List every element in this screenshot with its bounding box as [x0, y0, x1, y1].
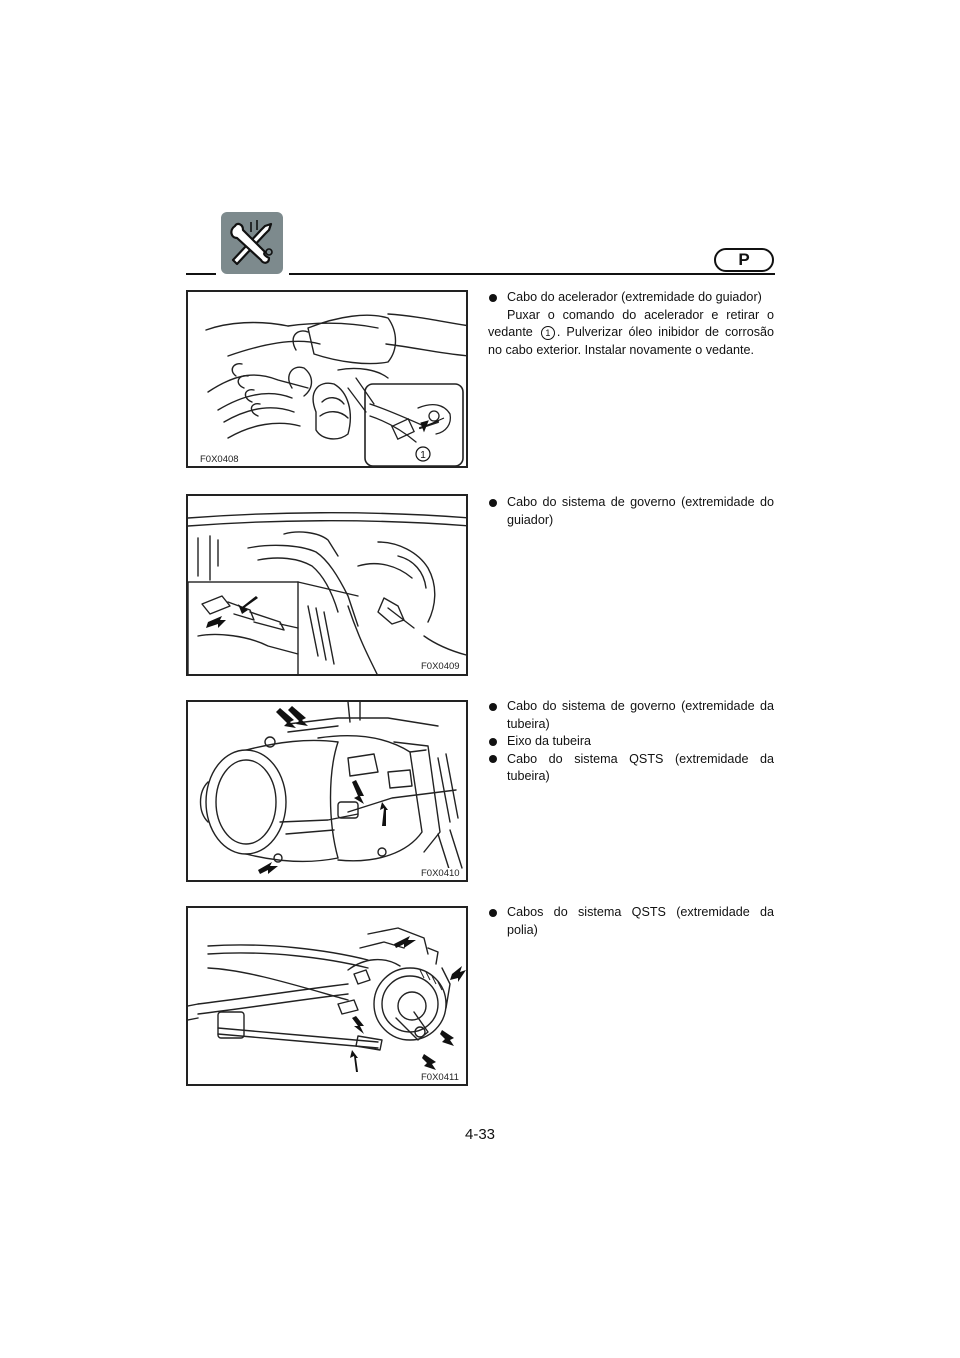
figure-code: F0X0410	[420, 868, 461, 879]
section-nozzle-cables: Cabo do sistema de governo (extremidade …	[488, 698, 774, 786]
figure-callout: 1	[420, 450, 426, 461]
section-throttle-cable: Cabo do acelerador (extremidade do guiad…	[488, 289, 774, 359]
throttle-cable-illustration: 1	[205, 313, 466, 466]
bullet-item: Cabo do sistema de governo (extremidade …	[488, 698, 774, 733]
instruction-paragraph: Puxar o comando do acelerador e retirar …	[488, 307, 774, 357]
steering-cable-handlebar-illustration	[188, 512, 466, 674]
page-number: 4-33	[464, 1126, 496, 1143]
section-steering-cable-handlebar: Cabo do sistema de governo (extremidade …	[488, 494, 774, 529]
callout-marker: 1	[540, 326, 555, 340]
header-rule	[186, 273, 216, 275]
nozzle-cables-illustration	[199, 702, 463, 874]
bullet-item: Eixo da tubeira	[488, 733, 774, 751]
bullet-item: Cabo do sistema QSTS (extremidade da tub…	[488, 751, 774, 786]
section-qsts-pulley: Cabos do sistema QSTS (extremidade da po…	[488, 904, 774, 939]
figure-code: F0X0409	[420, 661, 461, 672]
figure-throttle-cable: 1 F0X0408	[186, 290, 468, 468]
figure-code: F0X0411	[420, 1072, 460, 1083]
figure-nozzle-cables: F0X0410	[186, 700, 468, 882]
figure-code: F0X0408	[199, 454, 240, 465]
header-rule	[289, 273, 775, 275]
qsts-pulley-illustration	[188, 927, 466, 1072]
figure-qsts-pulley: F0X0411	[186, 906, 468, 1086]
bullet-item: Cabo do sistema de governo (extremidade …	[488, 494, 774, 529]
figure-steering-cable-handlebar: F0X0409	[186, 494, 468, 676]
bullet-item: Cabo do acelerador (extremidade do guiad…	[488, 289, 774, 307]
language-badge: P	[714, 248, 774, 272]
tools-icon	[221, 212, 283, 274]
bullet-item: Cabos do sistema QSTS (extremidade da po…	[488, 904, 774, 939]
